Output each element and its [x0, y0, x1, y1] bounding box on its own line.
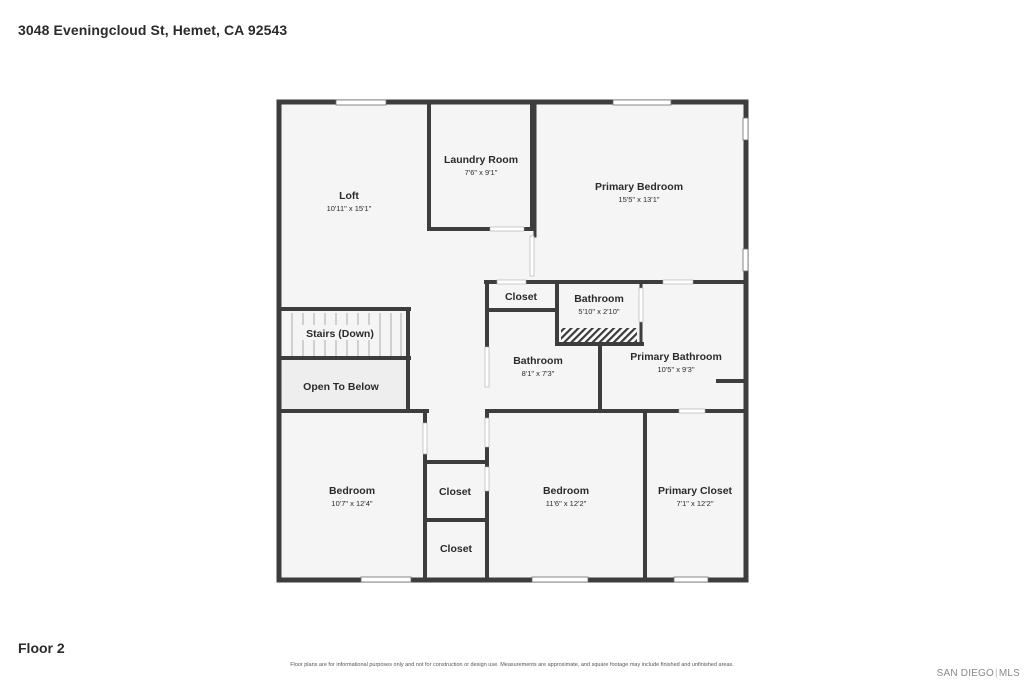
room-bedroom-left-name: Bedroom [329, 485, 375, 497]
room-primary-bathroom: Primary Bathroom 10'5" x 9'3" [630, 351, 722, 374]
room-primary-closet-dims: 7'1" x 12'2" [677, 499, 714, 508]
room-closet-hall-name: Closet [505, 291, 538, 303]
room-laundry-dims: 7'6" x 9'1" [465, 168, 498, 177]
windows [335, 99, 749, 583]
room-closet-upper-name: Closet [439, 486, 472, 498]
disclaimer: Floor plans are for informational purpos… [290, 662, 734, 668]
open-to-below-area [281, 360, 406, 409]
room-primary-bedroom-name: Primary Bedroom [595, 181, 683, 193]
room-laundry-name: Laundry Room [444, 154, 518, 166]
room-open-to-below-name: Open To Below [303, 381, 379, 393]
mls-watermark-left: SAN DIEGO [936, 668, 995, 679]
room-bathroom-dims: 8'1" x 7'3" [522, 369, 555, 378]
room-primary-closet-name: Primary Closet [658, 485, 733, 497]
room-primary-bedroom: Primary Bedroom 15'5" x 13'1" [595, 181, 683, 204]
room-loft: Loft 10'11" x 15'1" [327, 190, 372, 213]
doorways [422, 226, 706, 492]
walls [276, 99, 749, 583]
room-primary-bathroom-dims: 10'5" x 9'3" [658, 365, 695, 374]
room-laundry: Laundry Room 7'6" x 9'1" [444, 154, 518, 177]
room-closet-upper: Closet [439, 486, 472, 498]
room-bathroom-name: Bathroom [513, 355, 563, 367]
room-bedroom-mid-dims: 11'6" x 12'2" [546, 499, 587, 508]
room-loft-dims: 10'11" x 15'1" [327, 204, 372, 213]
room-bathroom: Bathroom 8'1" x 7'3" [513, 355, 563, 378]
room-bedroom-mid: Bedroom 11'6" x 12'2" [543, 485, 589, 508]
mls-watermark: SAN DIEGO|MLS [936, 668, 1020, 679]
room-primary-bedroom-dims: 15'5" x 13'1" [618, 195, 659, 204]
property-address: 3048 Eveningcloud St, Hemet, CA 92543 [18, 22, 288, 38]
room-primary-closet: Primary Closet 7'1" x 12'2" [658, 485, 733, 508]
room-bedroom-left: Bedroom 10'7" x 12'4" [329, 485, 375, 508]
hatched-shaft [561, 328, 637, 342]
room-closet-lower: Closet [440, 543, 473, 555]
room-stairs-name: Stairs (Down) [306, 328, 374, 340]
room-bedroom-mid-name: Bedroom [543, 485, 589, 497]
room-loft-name: Loft [339, 190, 359, 202]
room-bathroom-small-dims: 5'10" x 2'10" [578, 307, 619, 316]
room-open-to-below: Open To Below [303, 381, 379, 393]
room-primary-bathroom-name: Primary Bathroom [630, 351, 722, 363]
mls-watermark-right: MLS [998, 668, 1020, 679]
floor-area [280, 103, 745, 579]
room-bathroom-small: Bathroom 5'10" x 2'10" [574, 293, 624, 316]
room-stairs: Stairs (Down) [302, 325, 378, 340]
room-closet-hall: Closet [505, 291, 538, 303]
floor-label: Floor 2 [18, 640, 65, 656]
room-closet-lower-name: Closet [440, 543, 473, 555]
room-bedroom-left-dims: 10'7" x 12'4" [331, 499, 372, 508]
room-bathroom-small-name: Bathroom [574, 293, 624, 305]
